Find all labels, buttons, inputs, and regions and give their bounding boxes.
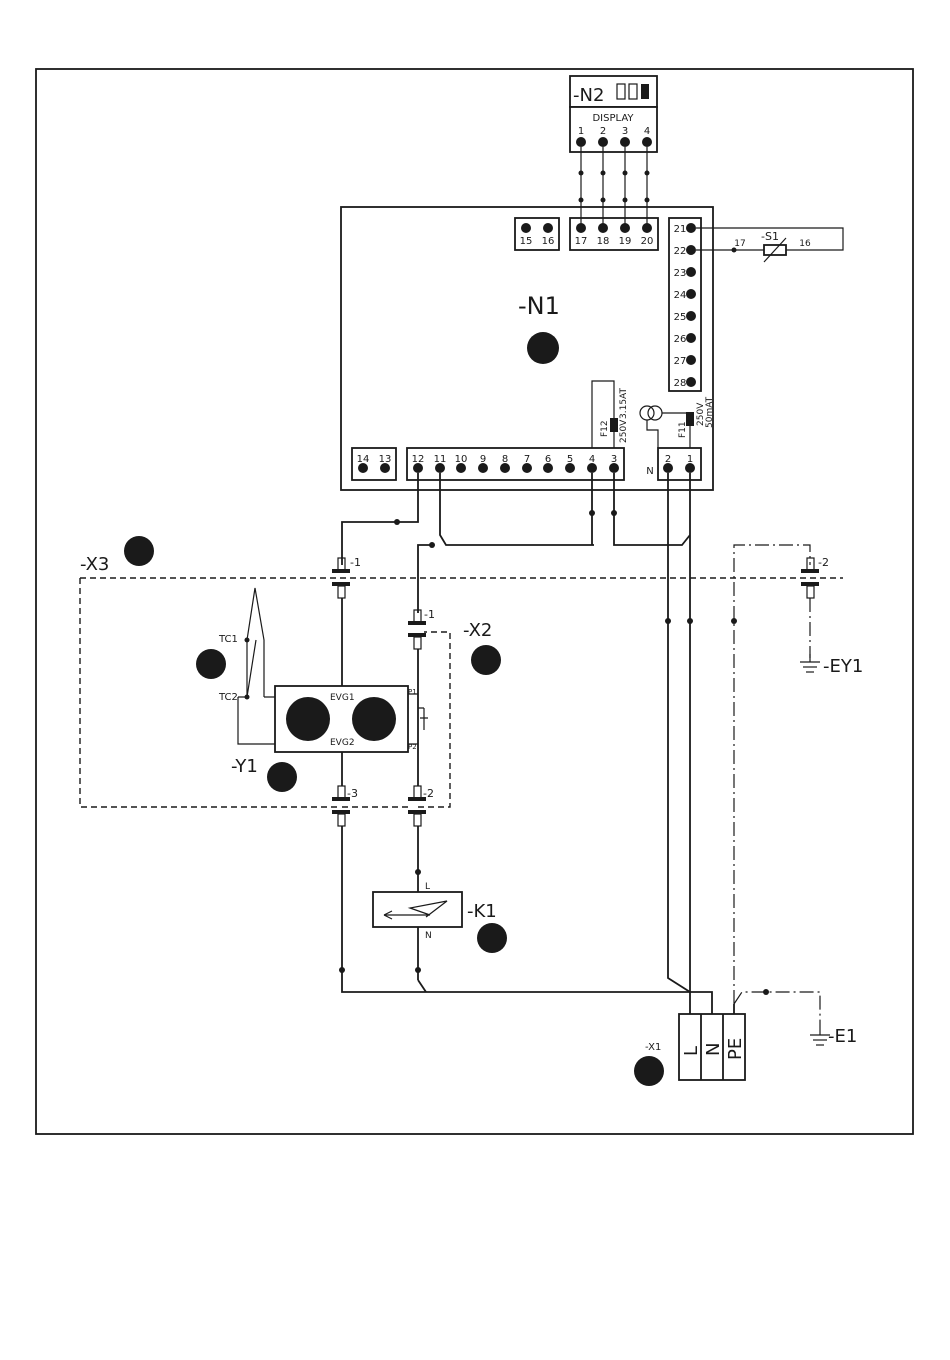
thermocouple: TC1 TC2 bbox=[196, 588, 275, 744]
terminal-22: 22 bbox=[674, 246, 687, 257]
fuse-f11-label: F11 bbox=[678, 421, 688, 438]
s1-label: -S1 bbox=[761, 230, 779, 243]
wire-earth bbox=[731, 545, 820, 1028]
terminal-23: 23 bbox=[674, 268, 687, 279]
terminal-block-x1: L N PE -X1 bbox=[634, 1014, 746, 1086]
terminal-17: 17 bbox=[575, 236, 588, 247]
terminal-18: 18 bbox=[597, 236, 610, 247]
evg2-label: EVG2 bbox=[330, 738, 355, 748]
thermocouple-marker bbox=[196, 649, 226, 679]
terminal-25: 25 bbox=[674, 312, 687, 323]
x1-pe-label: PE bbox=[725, 1038, 746, 1060]
display-pin-4: 4 bbox=[644, 126, 650, 137]
x2-pin-2: -2 bbox=[408, 786, 434, 826]
n1-label: -N1 bbox=[518, 292, 560, 320]
gas-valve-y1: EVG1 EVG2 P1 P2 -Y1 bbox=[231, 686, 428, 792]
terminal-26: 26 bbox=[674, 334, 687, 345]
x1-l-label: L bbox=[681, 1046, 702, 1056]
k1-n-label: N bbox=[425, 931, 432, 941]
x3-pin-2-label: -2 bbox=[818, 556, 829, 569]
fuse-f11-rating-current: 50mAT bbox=[705, 396, 715, 428]
s1-pin-16: 16 bbox=[799, 239, 811, 249]
x1-label: -X1 bbox=[645, 1042, 661, 1053]
fuse-f12-label: F12 bbox=[600, 420, 610, 437]
wire-terminal-3 bbox=[611, 473, 690, 545]
n2-label: -N2 bbox=[573, 85, 604, 106]
ground-icon bbox=[800, 662, 820, 672]
tc1-label: TC1 bbox=[218, 634, 238, 645]
terminal-27: 27 bbox=[674, 356, 687, 367]
sensor-s1: -S1 17 16 bbox=[696, 228, 843, 262]
p1-label: P1 bbox=[408, 688, 417, 696]
k1-l-label: L bbox=[425, 882, 430, 892]
x3-pin-3: -3 bbox=[332, 752, 358, 826]
x3-pin-3-label: -3 bbox=[347, 787, 358, 800]
display-pin-2: 2 bbox=[600, 126, 606, 137]
x3-marker bbox=[124, 536, 154, 566]
control-board-n1: -N1 15 16 17 18 19 20 21 22 23 24 25 26 … bbox=[341, 207, 715, 490]
ey1-label: -EY1 bbox=[823, 656, 863, 677]
terminal-16: 16 bbox=[542, 236, 555, 247]
x2-pin-1-label: -1 bbox=[424, 608, 435, 621]
diagram-frame bbox=[36, 69, 913, 1134]
wire-mains bbox=[665, 473, 712, 1014]
x2-marker bbox=[471, 645, 501, 675]
x1-n-label: N bbox=[703, 1043, 724, 1056]
s1-pin-17: 17 bbox=[734, 239, 745, 249]
n2-display-label: DISPLAY bbox=[592, 113, 634, 124]
x1-marker bbox=[634, 1056, 664, 1086]
x2-pin-2-label: -2 bbox=[423, 787, 434, 800]
terminal-19: 19 bbox=[619, 236, 632, 247]
y1-label: -Y1 bbox=[231, 756, 258, 777]
e1-label: -E1 bbox=[828, 1026, 857, 1047]
display-pin-1: 1 bbox=[578, 126, 584, 137]
connector-x2: -X2 -1 bbox=[408, 608, 501, 786]
k1-label: -K1 bbox=[467, 901, 497, 922]
k1-marker bbox=[477, 923, 507, 953]
transformer-icon bbox=[640, 406, 662, 420]
terminal-15: 15 bbox=[520, 236, 533, 247]
connector-x3: -X3 bbox=[80, 536, 843, 807]
x3-label: -X3 bbox=[80, 554, 109, 575]
ground-e1: -E1 bbox=[810, 1026, 857, 1047]
display-module-n2: -N2 DISPLAY 1 2 3 4 bbox=[570, 76, 657, 152]
ground-icon bbox=[810, 1035, 830, 1045]
x3-pin-2: -2 bbox=[801, 556, 829, 658]
terminal-21: 21 bbox=[674, 224, 687, 235]
ground-ey1: -EY1 bbox=[800, 654, 863, 677]
relay-k1: L N -K1 bbox=[373, 826, 507, 980]
x3-pin-1-label: -1 bbox=[350, 556, 361, 569]
n1-marker bbox=[527, 332, 559, 364]
fuse-f12-rating-voltage: 250V bbox=[619, 419, 629, 443]
tc2-label: TC2 bbox=[218, 692, 238, 703]
x2-label: -X2 bbox=[463, 620, 492, 641]
terminal-20: 20 bbox=[641, 236, 654, 247]
display-cable bbox=[579, 147, 650, 228]
evg1-label: EVG1 bbox=[330, 693, 355, 703]
terminal-24: 24 bbox=[674, 290, 687, 301]
y1-marker bbox=[267, 762, 297, 792]
fuse-f12-rating-current: 3.15AT bbox=[619, 388, 629, 419]
terminal-n-label: N bbox=[646, 466, 653, 477]
x3-pin-1: -1 bbox=[332, 556, 361, 598]
terminal-28: 28 bbox=[674, 378, 687, 389]
display-pin-3: 3 bbox=[622, 126, 628, 137]
wire-terminal-12 bbox=[342, 473, 418, 565]
wire-terminal-11 bbox=[418, 473, 595, 613]
